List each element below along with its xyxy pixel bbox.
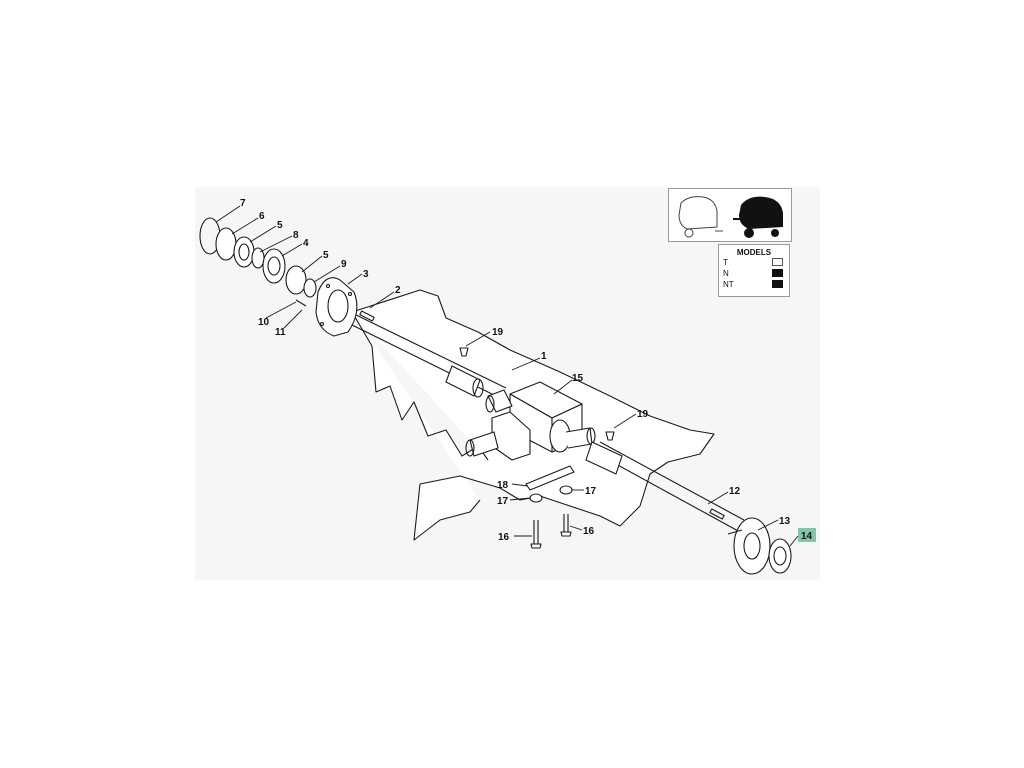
nut (768, 538, 792, 574)
callout-19b[interactable]: 19 (637, 409, 649, 420)
model-label: T (723, 258, 728, 267)
model-indicator (772, 280, 783, 288)
callouts: 7 6 5 8 4 5 9 3 2 10 11 19 1 15 19 18 17… (240, 198, 813, 543)
right-flange (727, 517, 771, 575)
callout-5b[interactable]: 5 (323, 250, 329, 261)
coupling-sleeve (445, 365, 481, 397)
callout-10[interactable]: 10 (258, 317, 270, 328)
callout-6[interactable]: 6 (259, 211, 265, 222)
washer-6 (215, 227, 237, 261)
callout-4[interactable]: 4 (303, 238, 309, 249)
model-indicator (772, 269, 783, 277)
model-indicator (772, 258, 783, 266)
right-shaft-key (709, 508, 725, 520)
callout-2[interactable]: 2 (395, 285, 401, 296)
leader-lines (215, 205, 799, 547)
coupling-end (472, 378, 484, 398)
models-legend: MODELS T N NT (718, 244, 790, 297)
small-pin (295, 299, 307, 307)
ring-5b (285, 265, 307, 295)
bolt-right (560, 514, 572, 537)
callout-5[interactable]: 5 (277, 220, 283, 231)
model-row-t: T (719, 257, 789, 268)
model-label: NT (723, 280, 734, 289)
model-thumbnails (668, 188, 792, 242)
callout-15[interactable]: 15 (572, 373, 584, 384)
callout-3[interactable]: 3 (363, 269, 369, 280)
model-row-n: N (719, 268, 789, 279)
callout-7[interactable]: 7 (240, 198, 246, 209)
bolt-left (530, 520, 542, 549)
callout-9[interactable]: 9 (341, 259, 347, 270)
models-title: MODELS (736, 248, 772, 257)
callout-19a[interactable]: 19 (492, 327, 504, 338)
washer-17-right (559, 485, 573, 495)
grease-nipple-left (459, 347, 469, 357)
gearbox (465, 381, 596, 461)
callout-1[interactable]: 1 (541, 351, 547, 362)
callout-17b[interactable]: 17 (585, 486, 597, 497)
bearing-4 (262, 248, 286, 284)
callout-17a[interactable]: 17 (497, 496, 509, 507)
callout-13[interactable]: 13 (779, 516, 791, 527)
callout-16a[interactable]: 16 (498, 532, 510, 543)
grease-nipple-right (605, 431, 615, 441)
callout-11[interactable]: 11 (275, 327, 286, 338)
baler-outline-icon (678, 196, 723, 238)
model-row-nt: NT (719, 279, 789, 290)
shaft-key (359, 310, 375, 322)
ring-9 (303, 278, 317, 298)
highlight-badge (798, 528, 816, 542)
washer-17-left (529, 493, 543, 503)
callout-8[interactable]: 8 (293, 230, 299, 241)
bearing-4-inner (267, 256, 281, 276)
callout-14[interactable]: 14 (801, 531, 813, 542)
model-label: N (723, 269, 729, 278)
plate (525, 465, 575, 491)
callout-12[interactable]: 12 (729, 486, 741, 497)
baler-icons (678, 196, 783, 238)
baler-filled-icon (733, 196, 783, 238)
left-flange (315, 277, 358, 337)
ring-5-inner (238, 243, 250, 261)
right-sleeve (585, 441, 623, 475)
callout-16b[interactable]: 16 (583, 526, 595, 537)
callout-18[interactable]: 18 (497, 480, 509, 491)
